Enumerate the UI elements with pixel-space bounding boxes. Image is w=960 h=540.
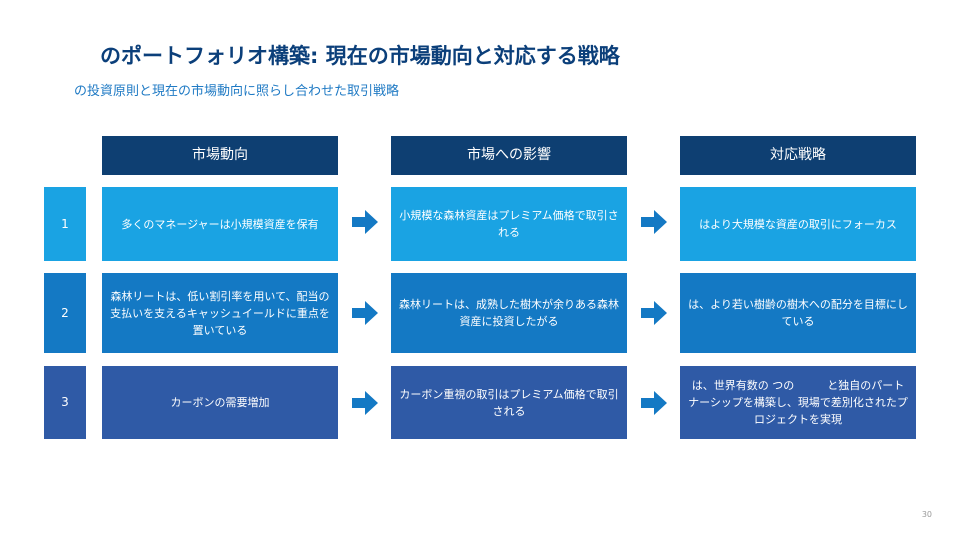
header-market-impact: 市場への影響 — [391, 136, 627, 175]
arrow-right-icon — [352, 210, 378, 234]
row-1-impact: 小規模な森林資産はプレミアム価格で取引される — [391, 187, 627, 261]
header-strategy: 対応戦略 — [680, 136, 916, 175]
page-subtitle: の投資原則と現在の市場動向に照らし合わせた取引戦略 — [74, 84, 400, 99]
row-number-3: 3 — [44, 366, 86, 439]
row-number-1: 1 — [44, 187, 86, 261]
arrow-right-icon — [641, 391, 667, 415]
row-3-trend: カーボンの需要増加 — [102, 366, 338, 439]
arrow-right-icon — [641, 301, 667, 325]
header-market-trend: 市場動向 — [102, 136, 338, 175]
arrow-right-icon — [352, 301, 378, 325]
row-2-impact: 森林リートは、成熟した樹木が余りある森林資産に投資したがる — [391, 273, 627, 353]
row-number-2: 2 — [44, 273, 86, 353]
row-1-strategy: はより大規模な資産の取引にフォーカス — [680, 187, 916, 261]
arrow-right-icon — [641, 210, 667, 234]
row-3-strategy: は、世界有数の つの と独自のパートナーシップを構築し、現場で差別化されたプロジ… — [680, 366, 916, 439]
row-3-impact: カーボン重視の取引はプレミアム価格で取引される — [391, 366, 627, 439]
page-number: 30 — [921, 510, 932, 519]
row-1-trend: 多くのマネージャーは小規模資産を保有 — [102, 187, 338, 261]
arrow-right-icon — [352, 391, 378, 415]
page-title: のポートフォリオ構築: 現在の市場動向と対応する戦略 — [100, 44, 620, 68]
row-2-strategy: は、より若い樹齢の樹木への配分を目標にしている — [680, 273, 916, 353]
row-2-trend: 森林リートは、低い割引率を用いて、配当の支払いを支えるキャッシュイールドに重点を… — [102, 273, 338, 353]
